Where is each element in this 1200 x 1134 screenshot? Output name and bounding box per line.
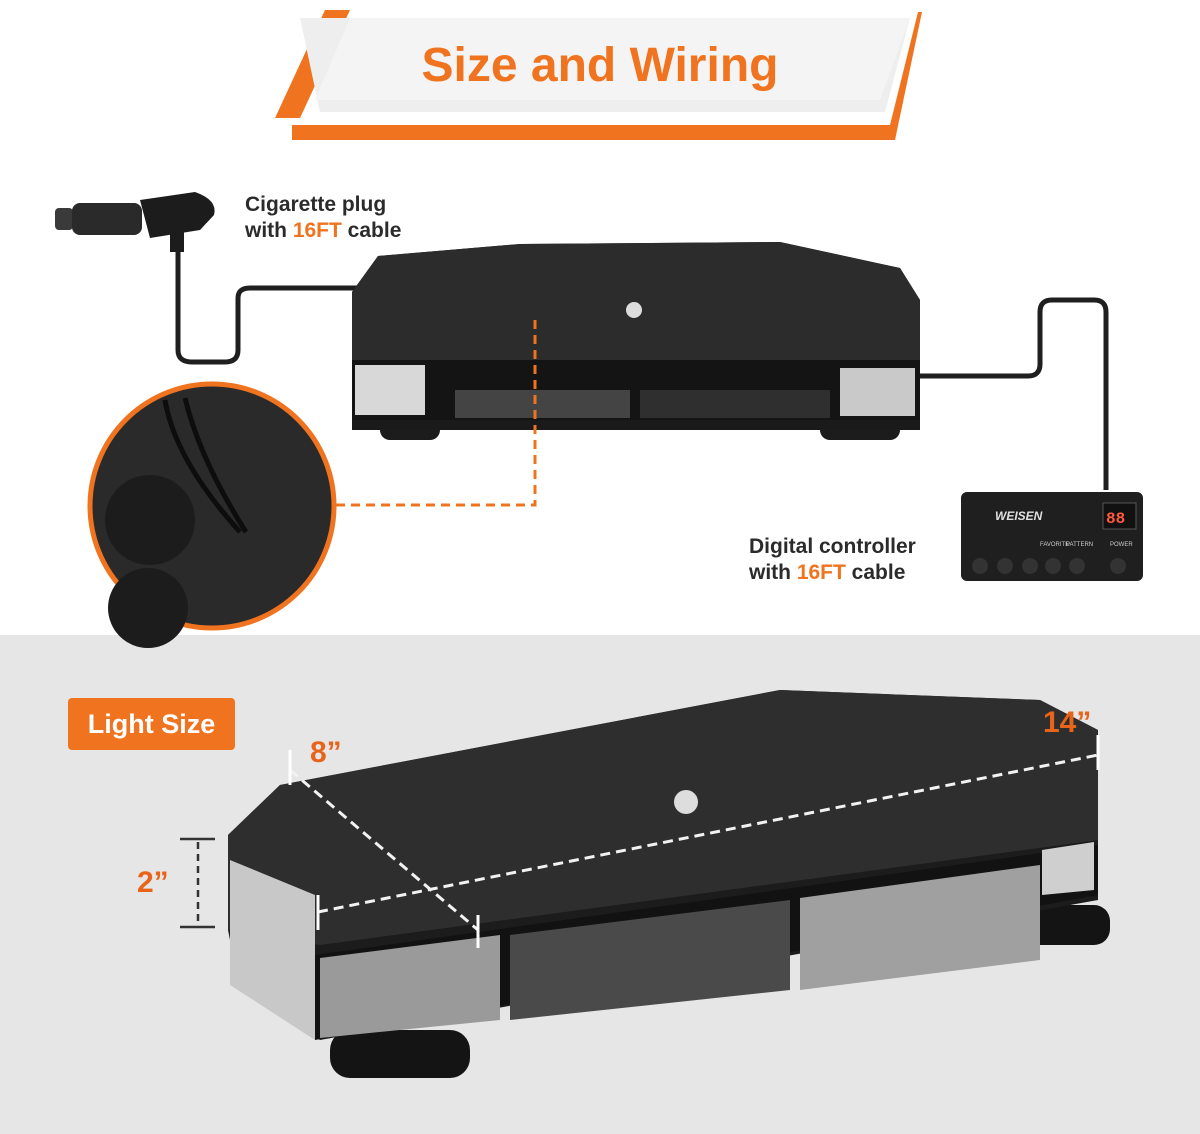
controller-label-suffix: cable bbox=[845, 561, 906, 584]
plug-label-line2: with 16FT cable bbox=[245, 218, 401, 244]
controller-button-favorite: FAVORITE bbox=[1040, 542, 1069, 548]
light-size-badge: Light Size bbox=[68, 698, 235, 750]
plug-label: Cigarette plug with 16FT cable bbox=[245, 192, 401, 244]
page-title: Size and Wiring bbox=[421, 39, 779, 92]
plug-label-suffix: cable bbox=[341, 219, 402, 242]
plug-label-line1: Cigarette plug bbox=[245, 193, 387, 216]
cables bbox=[175, 250, 1109, 490]
height-dimension bbox=[180, 837, 215, 929]
controller-brand: WEISEN bbox=[995, 509, 1043, 523]
controller-display: 88 bbox=[1106, 510, 1125, 528]
dimension-lines bbox=[289, 753, 1099, 932]
callout-line bbox=[335, 320, 537, 507]
controller-label-line2: with 16FT cable bbox=[749, 560, 916, 586]
controller-button-power: POWER bbox=[1110, 542, 1133, 548]
width-dimension-label: 8” bbox=[310, 736, 342, 769]
dimension-ticks bbox=[288, 735, 1100, 948]
controller-button-pattern: PATTERN bbox=[1066, 542, 1093, 548]
length-dimension-label: 14” bbox=[1043, 706, 1092, 739]
magnified-inset bbox=[87, 381, 337, 648]
light-bar-bottom bbox=[228, 690, 1110, 1078]
title-banner bbox=[275, 10, 922, 140]
plug-label-accent: 16FT bbox=[292, 219, 342, 242]
controller-label-accent: 16FT bbox=[796, 561, 846, 584]
height-dimension-label: 2” bbox=[137, 866, 169, 899]
controller-label-prefix: with bbox=[749, 561, 797, 584]
light-bar-top bbox=[352, 242, 920, 440]
cigarette-plug bbox=[55, 192, 215, 252]
digital-controller: WEISEN 88 FAVORITE PATTERN POWER bbox=[961, 492, 1143, 581]
controller-label: Digital controller with 16FT cable bbox=[749, 534, 916, 586]
controller-label-line1: Digital controller bbox=[749, 535, 916, 558]
plug-label-prefix: with bbox=[245, 219, 293, 242]
